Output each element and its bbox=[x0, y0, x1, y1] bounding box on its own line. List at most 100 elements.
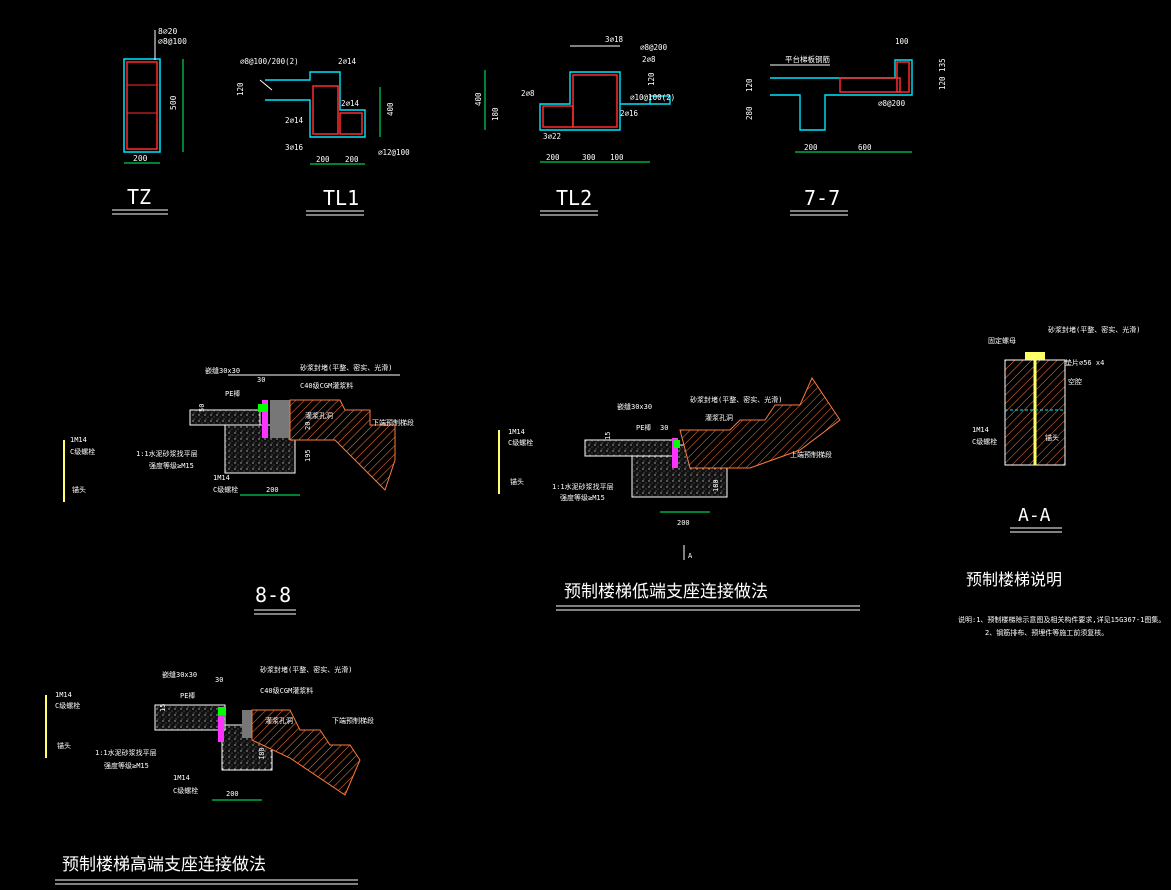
high-dim-30: 30 bbox=[215, 676, 223, 684]
low-pe: PE棒 bbox=[636, 423, 651, 432]
aa-section: 固定螺母 砂浆封堵(平整、密实、光滑) 垫片⌀56 x4 空腔 1M14 C级螺… bbox=[972, 325, 1140, 533]
tl2-top-bars: 3⌀18 bbox=[605, 35, 624, 44]
s88-sealant: 砂浆封堵(平整、密实、光滑) bbox=[300, 363, 392, 372]
s88-dim-200: 200 bbox=[266, 486, 279, 494]
s88-dim-195: 195 bbox=[304, 449, 312, 462]
s88-title: 8-8 bbox=[255, 583, 291, 607]
aa-anchor-end: 锚头 bbox=[1045, 433, 1059, 442]
tl2-stirrup-main: ⌀10@100(2) bbox=[630, 93, 675, 102]
tl2-left-bars: 2⌀8 bbox=[521, 89, 535, 98]
high-anchor-end: 锚头 bbox=[57, 741, 71, 750]
high-dim-180: 180 bbox=[258, 747, 266, 760]
s88-dim-30: 30 bbox=[257, 376, 265, 384]
low-anchor-type: C级螺栓 bbox=[508, 438, 533, 447]
tl1-section: ⌀8@100/200(2) 2⌀14 2⌀14 2⌀14 3⌀16 ⌀12@10… bbox=[236, 57, 410, 216]
s77-outline bbox=[770, 59, 913, 131]
s77-note: 平台梯板钢筋 bbox=[785, 54, 830, 64]
tl2-dim-100: 100 bbox=[610, 153, 624, 162]
s77-dim-120-135: 120 135 bbox=[938, 58, 947, 90]
high-anchor-type: C级螺栓 bbox=[55, 701, 80, 710]
low-sealant: 砂浆封堵(平整、密实、光滑) bbox=[690, 395, 782, 404]
s77-dim-280: 280 bbox=[745, 106, 754, 120]
tl1-dim-120: 120 bbox=[236, 82, 245, 96]
s77-dim-600: 600 bbox=[858, 143, 872, 152]
high-sealant: 砂浆封堵(平整、密实、光滑) bbox=[260, 665, 352, 674]
aa-title: A-A bbox=[1018, 505, 1051, 526]
aa-hole: 空腔 bbox=[1068, 377, 1082, 386]
tl2-section: 3⌀18 ⌀8@200 2⌀8 ⌀10@100(2) 2⌀16 2⌀8 3⌀22… bbox=[474, 35, 675, 216]
s88-grout-hole: 灌浆孔洞 bbox=[305, 411, 333, 420]
s77-stirrup: ⌀8@200 bbox=[878, 99, 906, 108]
aa-sealant: 砂浆封堵(平整、密实、光滑) bbox=[1048, 325, 1140, 334]
high-dim-200: 200 bbox=[226, 790, 239, 798]
tl2-bottom-bars: 3⌀22 bbox=[543, 132, 561, 141]
s77-title: 7-7 bbox=[804, 186, 840, 210]
high-section: 嵌缝30x30 PE棒 30 砂浆封堵(平整、密实、光滑) C40级CGM灌浆料… bbox=[45, 665, 374, 885]
s88-bolt-type: C级螺栓 bbox=[213, 485, 238, 494]
high-grout: C40级CGM灌浆料 bbox=[260, 686, 313, 695]
high-bolt: 1M14 bbox=[173, 774, 190, 782]
s88-caulk: 嵌缝30x30 bbox=[205, 366, 240, 375]
high-title: 预制楼梯高端支座连接做法 bbox=[62, 855, 266, 875]
high-bolt-type: C级螺栓 bbox=[173, 786, 198, 795]
high-anchor-label: 1M14 bbox=[55, 691, 72, 699]
aa-fixed-nut: 固定螺母 bbox=[988, 336, 1016, 345]
low-mortar: 1:1水泥砂浆找平层 bbox=[552, 482, 614, 491]
s88-bolt: 1M14 bbox=[213, 474, 230, 482]
tz-stirrup-label: ⌀8@100 bbox=[158, 37, 187, 46]
tl1-dim-200b: 200 bbox=[345, 155, 359, 164]
low-dim-180: 180 bbox=[712, 479, 720, 492]
s77-dim-200: 200 bbox=[804, 143, 818, 152]
low-section-mark: A bbox=[688, 552, 693, 560]
tl2-stirrup-top: ⌀8@200 bbox=[640, 43, 668, 52]
tl1-top-bars: 2⌀14 bbox=[338, 57, 357, 66]
aa-washer: 垫片⌀56 x4 bbox=[1065, 358, 1104, 367]
s88-dim-50: 50 bbox=[198, 404, 206, 412]
tl1-dim-400: 400 bbox=[386, 102, 395, 116]
tl2-dim-180: 180 bbox=[491, 107, 500, 121]
s88-mortar: 1:1水泥砂浆找平层 bbox=[136, 449, 198, 458]
s77-section: 平台梯板钢筋 100 120 135 120 280 ⌀8@200 200 60… bbox=[745, 37, 947, 216]
low-anchor-label: 1M14 bbox=[508, 428, 525, 436]
tl2-outline bbox=[539, 71, 671, 131]
tl2-dim-200: 200 bbox=[546, 153, 560, 162]
low-dim-30: 30 bbox=[660, 424, 668, 432]
tl1-left-bars: 2⌀14 bbox=[285, 116, 304, 125]
tl2-dim-400: 400 bbox=[474, 92, 483, 106]
tz-top-bars-label: 8⌀20 bbox=[158, 27, 177, 36]
notes-line2: 2、钢筋排布、预埋件等施工前须复核。 bbox=[985, 628, 1108, 637]
tl2-title: TL2 bbox=[556, 186, 592, 210]
tz-section: 8⌀20 ⌀8@100 500 200 TZ bbox=[112, 27, 187, 215]
high-mortar: 1:1水泥砂浆找平层 bbox=[95, 748, 157, 757]
low-section: 嵌缝30x30 PE棒 30 砂浆封堵(平整、密实、光滑) 灌浆孔洞 上端预制梯… bbox=[498, 376, 860, 611]
high-lower-stair: 下端预制梯段 bbox=[332, 716, 374, 725]
low-strength: 强度等级≥M15 bbox=[560, 493, 605, 502]
high-grout-hole: 灌浆孔洞 bbox=[265, 716, 293, 725]
s88-section: 嵌缝30x30 PE棒 30 砂浆封堵(平整、密实、光滑) C40级CGM灌浆料… bbox=[63, 363, 414, 615]
tl1-side-stirrup: ⌀12@100 bbox=[378, 148, 410, 157]
low-upper-stair: 上端预制梯段 bbox=[790, 450, 832, 459]
low-caulk: 嵌缝30x30 bbox=[617, 402, 652, 411]
s88-anchor-end: 锚头 bbox=[72, 485, 86, 494]
low-grout-hole: 灌浆孔洞 bbox=[705, 413, 733, 422]
s88-anchor-label: 1M14 bbox=[70, 436, 87, 444]
tl1-outline bbox=[265, 71, 366, 138]
aa-bolt: 1M14 bbox=[972, 426, 989, 434]
tl2-dim-300: 300 bbox=[582, 153, 596, 162]
tz-dim-width: 200 bbox=[133, 154, 148, 163]
tl1-right-bars: 2⌀14 bbox=[341, 99, 360, 108]
s88-strength: 强度等级≥M15 bbox=[149, 461, 194, 470]
s88-lower-stair: 下端预制梯段 bbox=[372, 418, 414, 427]
high-strength: 强度等级≥M15 bbox=[104, 761, 149, 770]
low-dim-200: 200 bbox=[677, 519, 690, 527]
tl2-bars-2-8: 2⌀8 bbox=[642, 55, 656, 64]
high-caulk: 嵌缝30x30 bbox=[162, 670, 197, 679]
s88-anchor-type: C级螺栓 bbox=[70, 447, 95, 456]
tz-dim-height: 500 bbox=[169, 95, 178, 110]
s88-pe: PE棒 bbox=[225, 389, 240, 398]
low-dim-15: 15 bbox=[604, 432, 612, 440]
tl1-title: TL1 bbox=[323, 186, 359, 210]
low-anchor-end: 锚头 bbox=[510, 477, 524, 486]
tl2-dim-120: 120 bbox=[647, 72, 656, 86]
